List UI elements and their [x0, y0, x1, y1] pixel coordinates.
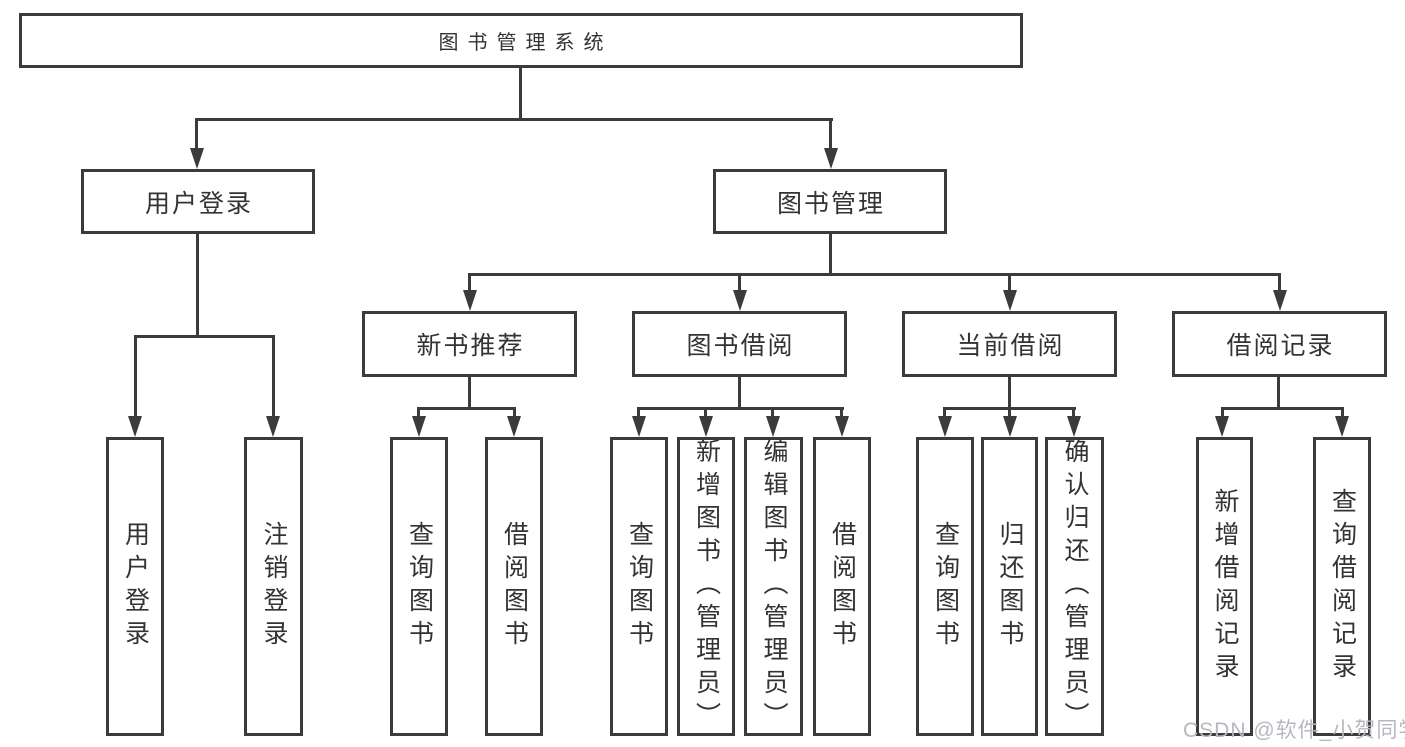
leaf-label: 查询图书 — [625, 520, 654, 653]
connector-arrow-shaft — [1221, 407, 1224, 418]
node-book-management-branch: 图书管理 — [713, 169, 947, 234]
arrow-down-icon — [1003, 416, 1017, 437]
arrow-down-icon — [1215, 416, 1229, 437]
leaf-query-borrow-record: 查询借阅记录 — [1313, 437, 1371, 736]
connector-arrow-shaft — [771, 407, 774, 418]
node-new-book-recommend: 新书推荐 — [362, 311, 577, 377]
connector-arrow-shaft — [134, 335, 137, 418]
arrow-down-icon — [412, 416, 426, 437]
leaf-label: 新增图书（管理员） — [692, 438, 721, 735]
leaf-query-books-current: 查询图书 — [916, 437, 974, 736]
connector-arrow-shaft — [417, 407, 420, 418]
leaf-label: 归还图书 — [996, 520, 1024, 653]
arrow-down-icon — [824, 148, 838, 169]
connector-recommend-hline — [417, 407, 516, 410]
leaf-label: 查询借阅记录 — [1328, 487, 1357, 686]
connector-arrow-shaft — [513, 407, 516, 418]
arrow-down-icon — [266, 416, 280, 437]
connector-arrow-shaft — [829, 118, 832, 151]
node-library-management-system: 图书管理系统 — [19, 13, 1023, 68]
connector-arrow-shaft — [943, 407, 946, 418]
connector-root-vline — [519, 68, 522, 121]
arrow-down-icon — [1273, 290, 1287, 311]
leaf-label: 借阅图书 — [500, 520, 529, 653]
connector-arrow-shaft — [1008, 273, 1011, 293]
leaf-label: 查询图书 — [931, 520, 960, 653]
connector-arrow-shaft — [840, 407, 843, 418]
csdn-watermark: CSDN @软件_小贺同学 — [1183, 719, 1405, 742]
leaf-label: 用户登录 — [121, 520, 150, 653]
connector-userlogin-vline — [196, 234, 199, 337]
connector-records-vline — [1277, 377, 1280, 410]
arrow-down-icon — [507, 416, 521, 437]
leaf-logout: 注销登录 — [244, 437, 303, 736]
connector-records-hline — [1221, 407, 1344, 410]
leaf-label: 注销登录 — [260, 520, 288, 653]
node-current-borrowing: 当前借阅 — [902, 311, 1117, 377]
connector-arrow-shaft — [272, 335, 275, 418]
leaf-confirm-return-admin: 确认归还（管理员） — [1045, 437, 1104, 736]
connector-userlogin-hline — [134, 335, 275, 338]
leaf-edit-books-admin: 编辑图书（管理员） — [744, 437, 803, 736]
arrow-down-icon — [938, 416, 952, 437]
leaf-return-books: 归还图书 — [981, 437, 1038, 736]
leaf-add-borrow-record: 新增借阅记录 — [1196, 437, 1253, 736]
connector-recommend-vline — [468, 377, 471, 410]
leaf-borrow-books-recommend: 借阅图书 — [485, 437, 543, 736]
connector-bookmgmt-hline — [468, 273, 1281, 276]
connector-root-hline — [196, 118, 833, 121]
arrow-down-icon — [699, 416, 713, 437]
connector-arrow-shaft — [468, 273, 471, 293]
node-borrowing-records: 借阅记录 — [1172, 311, 1387, 377]
connector-arrow-shaft — [637, 407, 640, 418]
connector-arrow-shaft — [738, 273, 741, 293]
leaf-add-books-admin: 新增图书（管理员） — [677, 437, 735, 736]
connector-arrow-shaft — [1008, 407, 1011, 418]
arrow-down-icon — [1335, 416, 1349, 437]
leaf-label: 确认归还（管理员） — [1061, 438, 1089, 735]
arrow-down-icon — [1003, 290, 1017, 311]
node-user-login-branch: 用户登录 — [81, 169, 315, 234]
leaf-query-books-recommend: 查询图书 — [390, 437, 448, 736]
connector-arrow-shaft — [195, 118, 198, 151]
arrow-down-icon — [190, 148, 204, 169]
connector-arrow-shaft — [1341, 407, 1344, 418]
connector-bookmgmt-vline — [829, 234, 832, 275]
arrow-down-icon — [632, 416, 646, 437]
connector-borrowing-hline — [637, 407, 844, 410]
arrow-down-icon — [128, 416, 142, 437]
node-book-borrowing: 图书借阅 — [632, 311, 847, 377]
arrow-down-icon — [463, 290, 477, 311]
connector-arrow-shaft — [704, 407, 707, 418]
arrow-down-icon — [835, 416, 849, 437]
arrow-down-icon — [733, 290, 747, 311]
connector-arrow-shaft — [1072, 407, 1075, 418]
leaf-user-login: 用户登录 — [106, 437, 164, 736]
leaf-label: 查询图书 — [405, 520, 434, 653]
connector-arrow-shaft — [1278, 273, 1281, 293]
connector-borrowing-vline — [738, 377, 741, 410]
leaf-label: 新增借阅记录 — [1211, 487, 1239, 686]
leaf-label: 编辑图书（管理员） — [760, 438, 788, 735]
leaf-borrow-books-borrowing: 借阅图书 — [813, 437, 871, 736]
leaf-query-books-borrowing: 查询图书 — [610, 437, 668, 736]
arrow-down-icon — [1067, 416, 1081, 437]
arrow-down-icon — [766, 416, 780, 437]
leaf-label: 借阅图书 — [828, 520, 857, 653]
connector-current-vline — [1008, 377, 1011, 410]
